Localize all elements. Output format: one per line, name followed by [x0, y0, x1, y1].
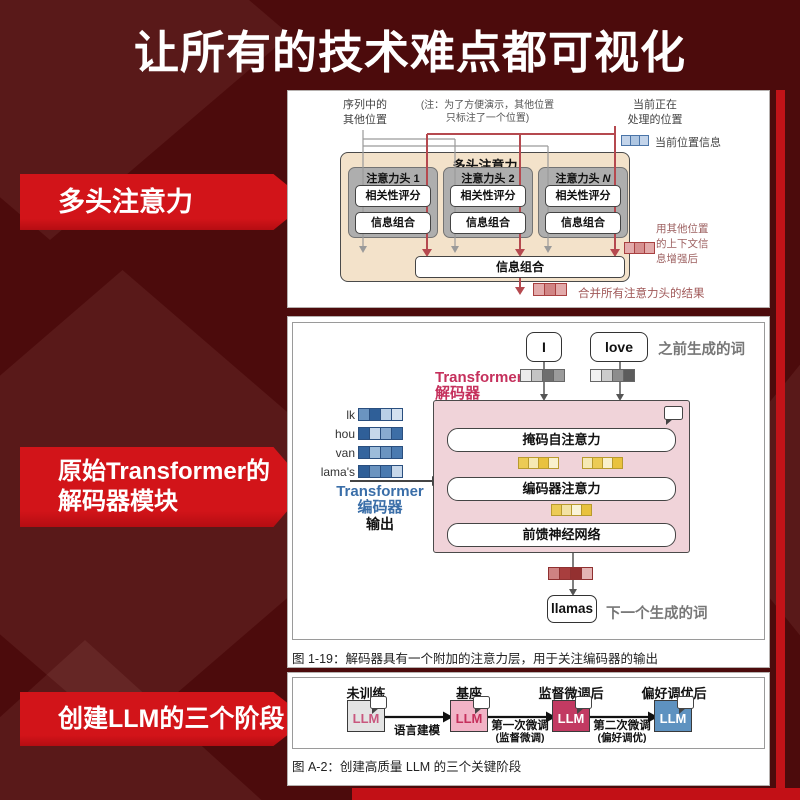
note-line: (注：为了方便演示，其他位置 [420, 100, 555, 111]
token-love: love [590, 332, 648, 362]
head1-combine-box: 信息组合 [355, 212, 431, 234]
banner-label: 多头注意力 [58, 187, 193, 217]
banner-label: 创建LLM的三个阶段 [58, 705, 285, 733]
label-current-position: 当前正在 处理的位置 [610, 98, 700, 128]
speech-bubble-icon [370, 696, 387, 714]
arrow-label-line: (偏好调优) [597, 732, 647, 744]
right-accent-bar [776, 90, 785, 790]
token-label: lama's [320, 465, 355, 479]
prev-tokens-label: 之前生成的词 [658, 342, 745, 358]
speech-bubble-icon [575, 696, 592, 714]
token-love-embedding [590, 369, 635, 382]
label-line: 息增强后 [656, 253, 698, 265]
label-line: 其他位置 [343, 114, 387, 126]
speech-bubble-icon [664, 406, 683, 425]
head1-score-box: 相关性评分 [355, 185, 431, 207]
feed-forward-box: 前馈神经网络 [447, 523, 676, 547]
token-embedding [358, 408, 403, 421]
output-embedding [548, 567, 593, 580]
caption-figure-a-2: 图 A-2：创建高质量 LLM 的三个关键阶段 [292, 760, 522, 774]
arrow-label-line: 第一次微调 [491, 720, 549, 732]
token-embedding [358, 427, 403, 440]
page-title: 让所有的技术难点都可视化 [133, 27, 686, 78]
banner-label-line2: 解码器模块 [58, 488, 178, 515]
label-line: 用其他位置 [656, 223, 709, 235]
arrow-label-line: 第二次微调 [593, 720, 651, 732]
banner-transformer-decoder: 原始Transformer的 解码器模块 [20, 447, 308, 527]
label-line: 序列中的 [343, 99, 387, 111]
encoder-label-line: Transformer [336, 483, 424, 500]
arrow-label-language-modeling: 语言建模 [394, 725, 440, 737]
merged-result-label: 合并所有注意力头的结果 [578, 288, 705, 300]
token-i-embedding [520, 369, 565, 382]
note-line: 只标注了一个位置) [445, 113, 530, 124]
arrow-label-line: (监督微调) [495, 732, 545, 744]
legend-current-position-label: 当前位置信息 [655, 137, 721, 149]
speech-bubble-icon [473, 696, 490, 714]
encoder-label-line: 输出 [366, 516, 394, 532]
enhanced-context-label: 用其他位置 的上下文信 息增强后 [656, 222, 771, 267]
next-token-label: 下一个生成的词 [606, 606, 708, 622]
banner-llm-stages: 创建LLM的三个阶段 [20, 692, 308, 746]
stages-arrows [385, 711, 658, 723]
caption-figure-1-19: 图 1-19：解码器具有一个附加的注意力层，用于关注编码器的输出 [292, 652, 658, 666]
label-other-positions: 序列中的 其他位置 [325, 98, 405, 128]
llm-box-base: LLM [450, 700, 488, 732]
decoder-title: Transformer 解码器 [435, 370, 523, 402]
head-title: 注意力头 1 [366, 173, 420, 185]
head2-score-box: 相关性评分 [450, 185, 526, 207]
enhanced-context-squares [624, 242, 655, 254]
attention-values-row2 [551, 504, 592, 516]
token-embedding [358, 446, 403, 459]
speech-bubble-icon [677, 696, 694, 714]
head-title: 注意力头 2 [461, 173, 515, 185]
token-embedding [358, 465, 403, 478]
token-i: I [526, 332, 562, 362]
token-llamas: llamas [547, 595, 597, 623]
arrow-label-second-finetune: 第二次微调 (偏好调优) [588, 720, 656, 744]
token-label: van [335, 446, 355, 460]
attention-values-row1a [518, 457, 559, 469]
headn-score-box: 相关性评分 [545, 185, 621, 207]
headn-combine-box: 信息组合 [545, 212, 621, 234]
decoder-title-line: Transformer [435, 369, 523, 386]
note-demo: (注：为了方便演示，其他位置 只标注了一个位置) [400, 99, 575, 125]
encoder-attention-box: 编码器注意力 [447, 477, 676, 501]
label-line: 当前正在 [633, 99, 677, 111]
encoder-label-line: 编码器 [357, 499, 403, 516]
arrow-label-first-finetune: 第一次微调 (监督微调) [486, 720, 554, 744]
banner-multihead-attention: 多头注意力 [20, 174, 308, 230]
encoder-output-label: Transformer 编码器 输出 [336, 483, 424, 533]
combine-wide-box: 信息组合 [415, 256, 625, 278]
head-title: 注意力头 N [555, 173, 611, 185]
label-line: 处理的位置 [627, 114, 683, 126]
decoder-title-line: 解码器 [435, 385, 481, 402]
token-label: lk [346, 408, 355, 422]
label-line: 的上下文信 [656, 238, 709, 250]
legend-current-position-squares [621, 135, 649, 146]
banner-label-line1: 原始Transformer的 [58, 458, 271, 485]
merged-result-squares [533, 283, 567, 296]
token-label: hou [334, 427, 355, 441]
head2-combine-box: 信息组合 [450, 212, 526, 234]
masked-self-attention-box: 掩码自注意力 [447, 428, 676, 452]
bottom-accent-band [352, 788, 800, 800]
attention-values-row1b [582, 457, 623, 469]
